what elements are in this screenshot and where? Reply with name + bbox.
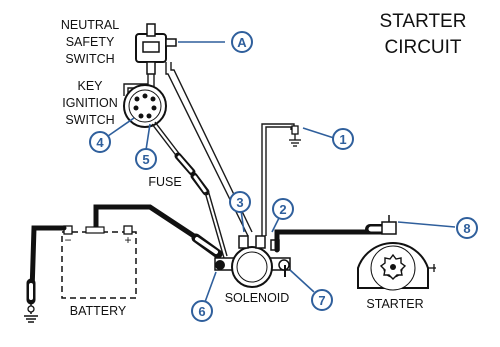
callout-3-leader — [240, 209, 245, 233]
callout-6-text: 6 — [198, 304, 205, 319]
neutral-switch-label-1: NEUTRAL — [61, 18, 119, 32]
callout-a: A — [231, 31, 253, 53]
key-switch-label-3: SWITCH — [65, 113, 114, 127]
callout-1-leader — [302, 127, 335, 139]
title-line-1: STARTER — [380, 11, 467, 32]
fuse-label: FUSE — [148, 175, 181, 189]
fuse — [174, 152, 210, 196]
battery-minus-sign: − — [64, 233, 71, 247]
callout-6-leader — [204, 271, 217, 303]
callout-4-leader — [107, 117, 135, 137]
starter-label: STARTER — [366, 297, 423, 311]
callout-1: 1 — [332, 128, 354, 150]
neutral-switch-label-2: SAFETY — [66, 35, 115, 49]
neutral-safety-switch — [135, 23, 177, 75]
callout-3-text: 3 — [236, 195, 243, 210]
battery — [61, 225, 137, 299]
key-switch-label-2: IGNITION — [62, 96, 118, 110]
solenoid-label: SOLENOID — [225, 291, 290, 305]
starter-motor — [357, 215, 436, 291]
callout-6: 6 — [191, 300, 213, 322]
callout-a-text: A — [237, 35, 247, 50]
callout-2-leader — [271, 217, 280, 233]
key-ignition-switch — [123, 84, 167, 128]
battery-label: BATTERY — [70, 304, 127, 318]
callout-2-text: 2 — [279, 202, 286, 217]
callout-1-text: 1 — [339, 132, 346, 147]
callout-5: 5 — [135, 148, 157, 170]
key-switch-label-1: KEY — [77, 79, 103, 93]
battery-plus-sign: + — [124, 233, 131, 247]
callout-8-leader — [397, 221, 456, 228]
callout-8-text: 8 — [463, 221, 470, 236]
callout-3: 3 — [229, 191, 251, 213]
callout-5-leader — [145, 123, 151, 151]
callout-4: 4 — [89, 131, 111, 153]
callout-7-leader — [289, 269, 315, 293]
callout-2: 2 — [272, 198, 294, 220]
neutral-switch-label-3: SWITCH — [65, 52, 114, 66]
callout-7: 7 — [311, 289, 333, 311]
callout-8: 8 — [456, 217, 478, 239]
title-line-2: CIRCUIT — [384, 37, 461, 58]
callout-7-text: 7 — [318, 293, 325, 308]
callout-4-text: 4 — [96, 135, 104, 150]
ground-terminal — [289, 125, 301, 147]
battery-ground — [24, 302, 38, 323]
callout-5-text: 5 — [142, 152, 149, 167]
